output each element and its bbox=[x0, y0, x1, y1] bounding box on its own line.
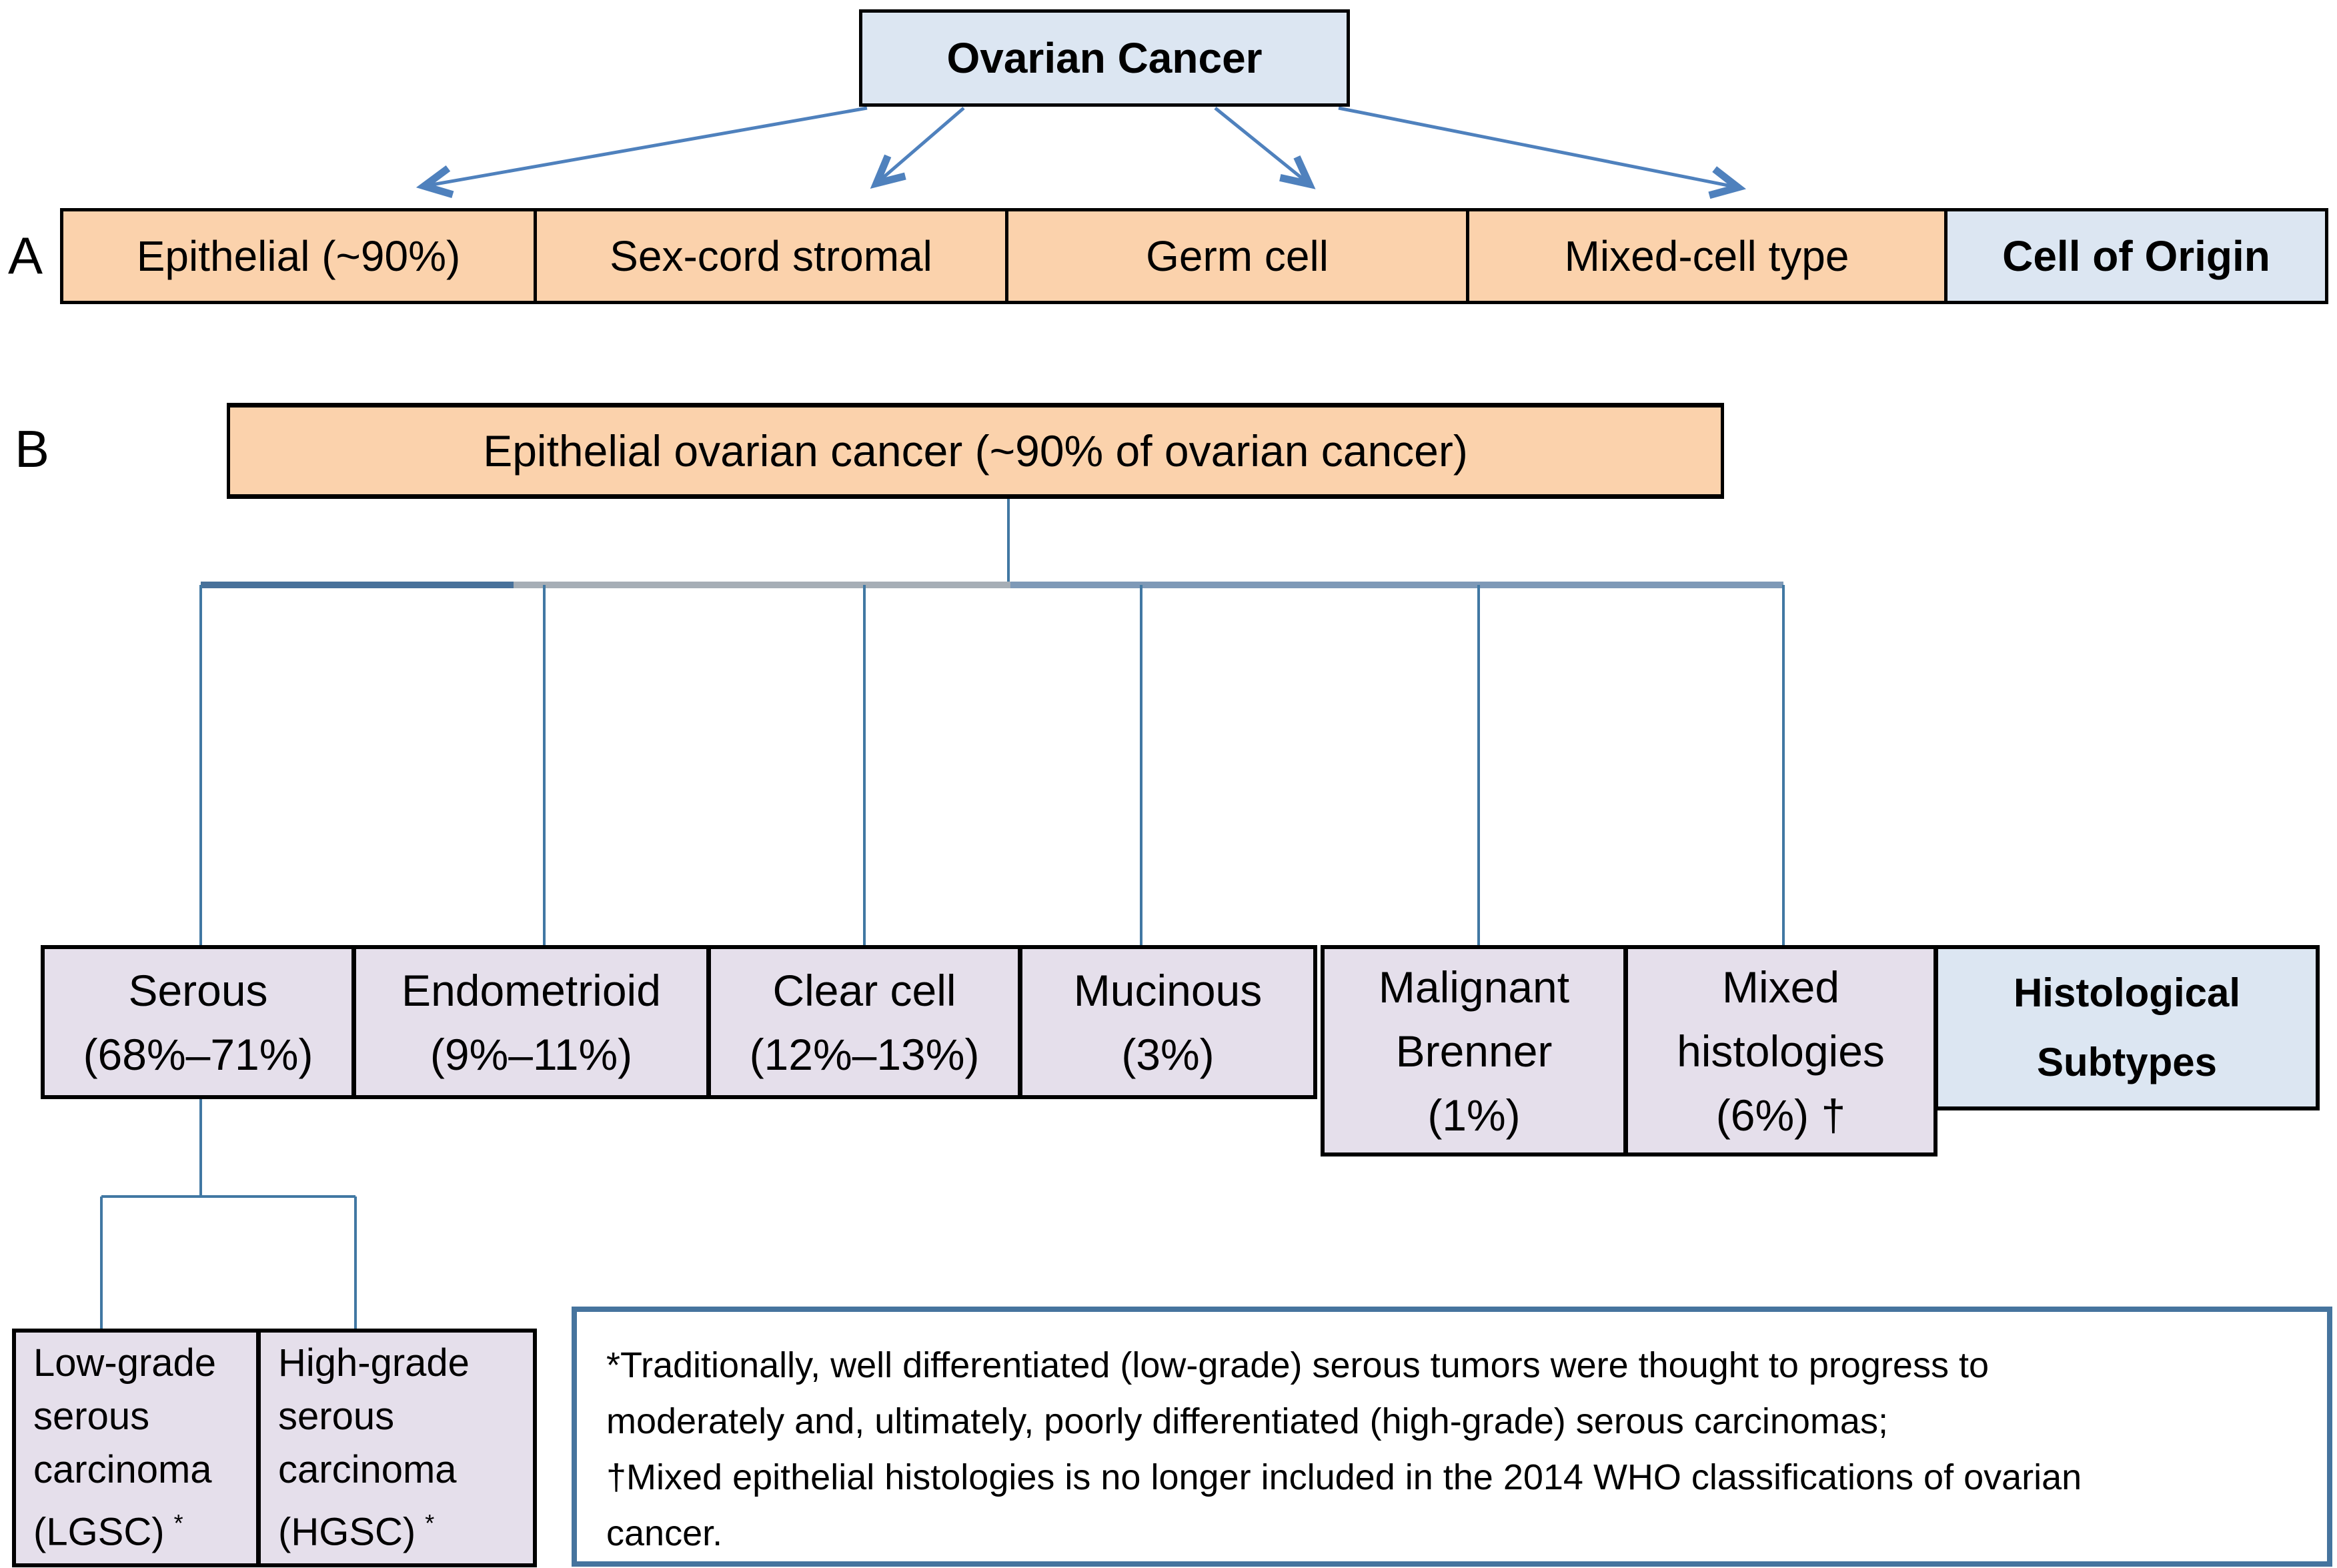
asterisk-marker: * bbox=[425, 1509, 435, 1537]
title-box: Ovarian Cancer bbox=[859, 9, 1350, 107]
subtype-box-mixed-histologies: Mixed histologies (6%) † bbox=[1624, 945, 1937, 1156]
cell-of-origin-mixed-cell-type: Mixed-cell type bbox=[1466, 208, 1948, 304]
panel-a-label: A bbox=[8, 226, 43, 285]
subtype-box-endometrioid: Endometrioid (9%–11%) bbox=[352, 945, 710, 1099]
cell-label: Epithelial (~90%) bbox=[136, 232, 461, 280]
child-abbr: (LGSC) bbox=[33, 1510, 165, 1554]
footnote-line: cancer. bbox=[606, 1513, 723, 1553]
subtype-line: Malignant bbox=[1378, 962, 1570, 1012]
cell-of-origin-epithelial: Epithelial (~90%) bbox=[60, 208, 537, 304]
child-line: carcinoma bbox=[278, 1448, 457, 1492]
subtype-line: (9%–11%) bbox=[430, 1029, 633, 1079]
child-line: serous bbox=[278, 1395, 395, 1439]
subtype-line: Mixed bbox=[1721, 962, 1840, 1012]
arrow-to-mixed-cell-type bbox=[1338, 106, 1747, 199]
subtype-line: (68%–71%) bbox=[83, 1029, 313, 1079]
subtype-line: Clear cell bbox=[772, 965, 956, 1015]
child-line: serous bbox=[33, 1395, 150, 1439]
subtype-line: (6%) † bbox=[1715, 1090, 1846, 1140]
subtype-box-malignant-brenner: Malignant Brenner (1%) bbox=[1321, 945, 1627, 1156]
subtype-line: (12%–13%) bbox=[749, 1029, 980, 1079]
subtype-box-clear-cell: Clear cell (12%–13%) bbox=[707, 945, 1022, 1099]
child-line: Low-grade bbox=[33, 1341, 217, 1385]
child-box-lgsc: Low-grade serous carcinoma (LGSC) * bbox=[12, 1329, 260, 1567]
subtype-line: Serous bbox=[128, 965, 268, 1015]
arrow-to-germ-cell bbox=[1214, 107, 1316, 189]
row-caption-line: Histological bbox=[2013, 970, 2241, 1015]
row-caption-line: Subtypes bbox=[2036, 1040, 2218, 1084]
subtype-line: Brenner bbox=[1395, 1026, 1553, 1076]
row-caption-label: Cell of Origin bbox=[2002, 232, 2270, 280]
arrow-to-sex-cord-stromal bbox=[870, 107, 965, 189]
cell-of-origin-germ-cell: Germ cell bbox=[1005, 208, 1469, 304]
title-label: Ovarian Cancer bbox=[946, 34, 1263, 82]
row-caption-cell-of-origin: Cell of Origin bbox=[1944, 208, 2328, 304]
subtype-line: Mucinous bbox=[1073, 965, 1263, 1015]
root-label: Epithelial ovarian cancer (~90% of ovari… bbox=[483, 426, 1468, 476]
child-line: (HGSC) * bbox=[278, 1497, 434, 1559]
footnote-line: moderately and, ultimately, poorly diffe… bbox=[606, 1401, 1888, 1441]
cell-label: Mixed-cell type bbox=[1564, 232, 1849, 280]
child-line: (LGSC) * bbox=[33, 1497, 183, 1559]
subtype-line: (3%) bbox=[1121, 1029, 1215, 1079]
subtype-box-mucinous: Mucinous (3%) bbox=[1018, 945, 1317, 1099]
subtype-line: Endometrioid bbox=[402, 965, 661, 1015]
footnote-line: *Traditionally, well differentiated (low… bbox=[606, 1345, 1989, 1385]
row-caption-histological-subtypes: Histological Subtypes bbox=[1934, 945, 2320, 1110]
panel-b-label: B bbox=[15, 420, 50, 478]
subtype-line: histologies bbox=[1677, 1026, 1885, 1076]
cell-label: Germ cell bbox=[1146, 232, 1329, 280]
child-abbr: (HGSC) bbox=[278, 1510, 416, 1554]
subtype-line: (1%) bbox=[1427, 1090, 1521, 1140]
epithelial-ovarian-cancer-box: Epithelial ovarian cancer (~90% of ovari… bbox=[227, 403, 1724, 499]
cell-of-origin-sex-cord-stromal: Sex-cord stromal bbox=[534, 208, 1008, 304]
asterisk-marker: * bbox=[173, 1509, 183, 1537]
cell-label: Sex-cord stromal bbox=[610, 232, 932, 280]
subtype-box-serous: Serous (68%–71%) bbox=[41, 945, 355, 1099]
child-line: High-grade bbox=[278, 1341, 470, 1385]
child-box-hgsc: High-grade serous carcinoma (HGSC) * bbox=[257, 1329, 537, 1567]
footnote-line: †Mixed epithelial histologies is no long… bbox=[606, 1457, 2082, 1497]
child-line: carcinoma bbox=[33, 1448, 212, 1492]
footnote-box: *Traditionally, well differentiated (low… bbox=[572, 1307, 2332, 1567]
arrow-to-epithelial bbox=[416, 106, 868, 199]
